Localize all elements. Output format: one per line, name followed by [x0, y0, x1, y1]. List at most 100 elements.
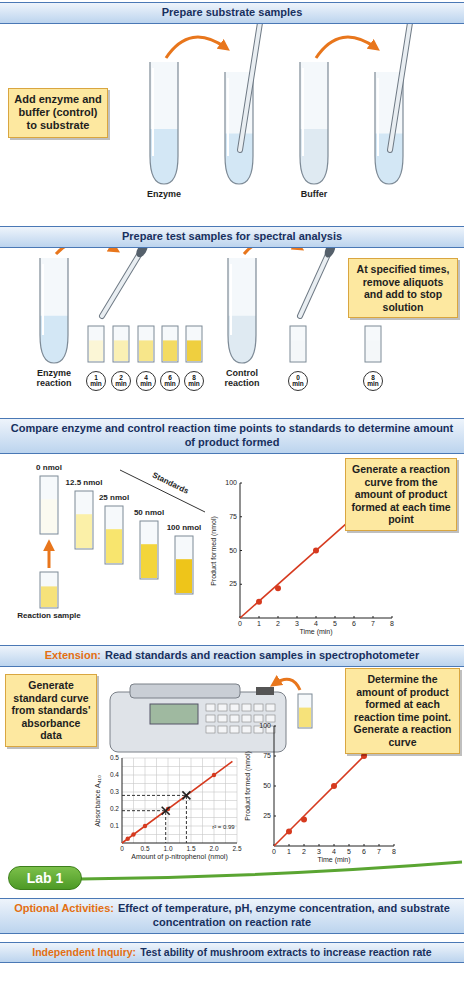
tick	[335, 616, 336, 618]
tick-label: 0	[120, 845, 124, 852]
tick	[240, 483, 242, 484]
transfer-arrow	[316, 37, 376, 58]
standard-label: 12.5 nmol	[66, 479, 103, 488]
key	[206, 715, 215, 722]
tick	[240, 584, 242, 585]
key	[242, 704, 251, 711]
node-text: 2 min	[115, 375, 128, 388]
key	[230, 715, 239, 722]
tick-label: 5	[333, 620, 337, 628]
grid-line	[122, 775, 237, 776]
standard-curve	[122, 761, 232, 843]
data-point	[143, 824, 147, 828]
fit-note: r² = 0.99	[212, 824, 235, 831]
data-point	[126, 837, 130, 841]
test-tube	[150, 62, 178, 184]
section-band: Extension:Read standards and reaction sa…	[0, 645, 464, 667]
data-point	[275, 585, 281, 591]
tick-label: 0.4	[110, 771, 119, 778]
spectrophotometer	[110, 692, 286, 752]
tick-label: 50	[229, 547, 237, 555]
pipette	[390, 10, 412, 150]
axis-title: Product formed (nmol)	[210, 516, 218, 586]
sample-mark	[182, 791, 190, 799]
tick-label: 25	[263, 812, 271, 820]
tube-liquid	[150, 129, 178, 184]
tick-label: 4	[314, 620, 318, 628]
tick	[274, 786, 276, 787]
pipette	[102, 250, 142, 316]
instruction-box: Add enzyme and buffer (control) to subst…	[8, 88, 108, 138]
cuvette	[138, 326, 154, 362]
standards-line	[120, 470, 205, 512]
grid-line	[122, 783, 237, 784]
tick-label: 7	[377, 848, 381, 856]
node-text: Test ability of mushroom extracts to inc…	[140, 946, 432, 958]
test-tube	[40, 258, 68, 363]
cuvette-liquid	[41, 586, 57, 607]
tick-label: 3	[317, 848, 321, 856]
data-point	[256, 599, 262, 605]
tick-label: 25	[229, 580, 237, 588]
node-text: Lab 1	[27, 870, 64, 886]
tick	[278, 616, 279, 618]
node-text: Effect of temperature, pH, enzyme concen…	[118, 902, 450, 928]
tick-label: 75	[263, 752, 271, 760]
tick-label: 2.5	[232, 845, 241, 852]
cuvette	[298, 694, 312, 728]
cuvette-liquid	[139, 340, 153, 361]
tube-shine	[377, 78, 379, 156]
cuvette	[75, 491, 93, 549]
data-point	[212, 773, 216, 777]
node-text: Prepare substrate samples	[162, 6, 303, 18]
pipette	[240, 10, 262, 150]
transfer-arrow	[274, 679, 300, 690]
sample-label: Reaction sample	[17, 612, 81, 621]
tick-label: 7	[371, 620, 375, 628]
tick-label: 0	[238, 620, 242, 628]
node-text: 8 min	[188, 375, 201, 388]
grid-line	[122, 766, 237, 767]
pipette	[240, 10, 262, 150]
axis-title: Time (min)	[317, 856, 350, 864]
tick-label: 3	[295, 620, 299, 628]
test-tube	[300, 62, 328, 184]
axis-title: Product formed (nmol)	[244, 751, 252, 821]
tick	[259, 616, 260, 618]
node-text: Determine the amount of product formed a…	[353, 673, 451, 748]
cuvette-liquid	[299, 708, 311, 727]
node-text: 4 min	[140, 375, 153, 388]
tick-label: 6	[352, 620, 356, 628]
tick	[334, 844, 335, 846]
data-point	[131, 832, 135, 836]
tick	[289, 844, 290, 846]
tick	[392, 616, 393, 618]
tick-label: 1.0	[163, 845, 172, 852]
y-axis	[122, 758, 123, 843]
tube-liquid	[300, 129, 328, 184]
grid-line	[122, 817, 237, 818]
tick	[316, 616, 317, 618]
section-band: Optional Activities:Effect of temperatur…	[0, 898, 464, 934]
key	[266, 715, 275, 722]
test-tube	[150, 62, 178, 184]
cuvette	[40, 476, 58, 534]
node-text: Add enzyme and buffer (control) to subst…	[14, 93, 101, 131]
tick	[240, 516, 242, 517]
tick-label: 1.5	[186, 845, 195, 852]
tick-label: 75	[229, 513, 237, 521]
axis-title: Amount of p-nitrophenol (nmol)	[131, 853, 228, 861]
tick-label: 50	[263, 782, 271, 790]
tick	[349, 844, 350, 846]
lab-banner-line	[80, 862, 462, 879]
tick	[274, 816, 276, 817]
test-tube	[228, 258, 256, 363]
cuvette-liquid	[76, 514, 92, 548]
standard-label: 0 nmol	[36, 464, 62, 473]
node-text: 8 min	[367, 375, 380, 388]
cuvette	[40, 572, 58, 608]
tick-label: 0.5	[140, 845, 149, 852]
key	[206, 704, 215, 711]
cuvette-liquid	[114, 340, 128, 361]
data-point	[301, 817, 307, 823]
